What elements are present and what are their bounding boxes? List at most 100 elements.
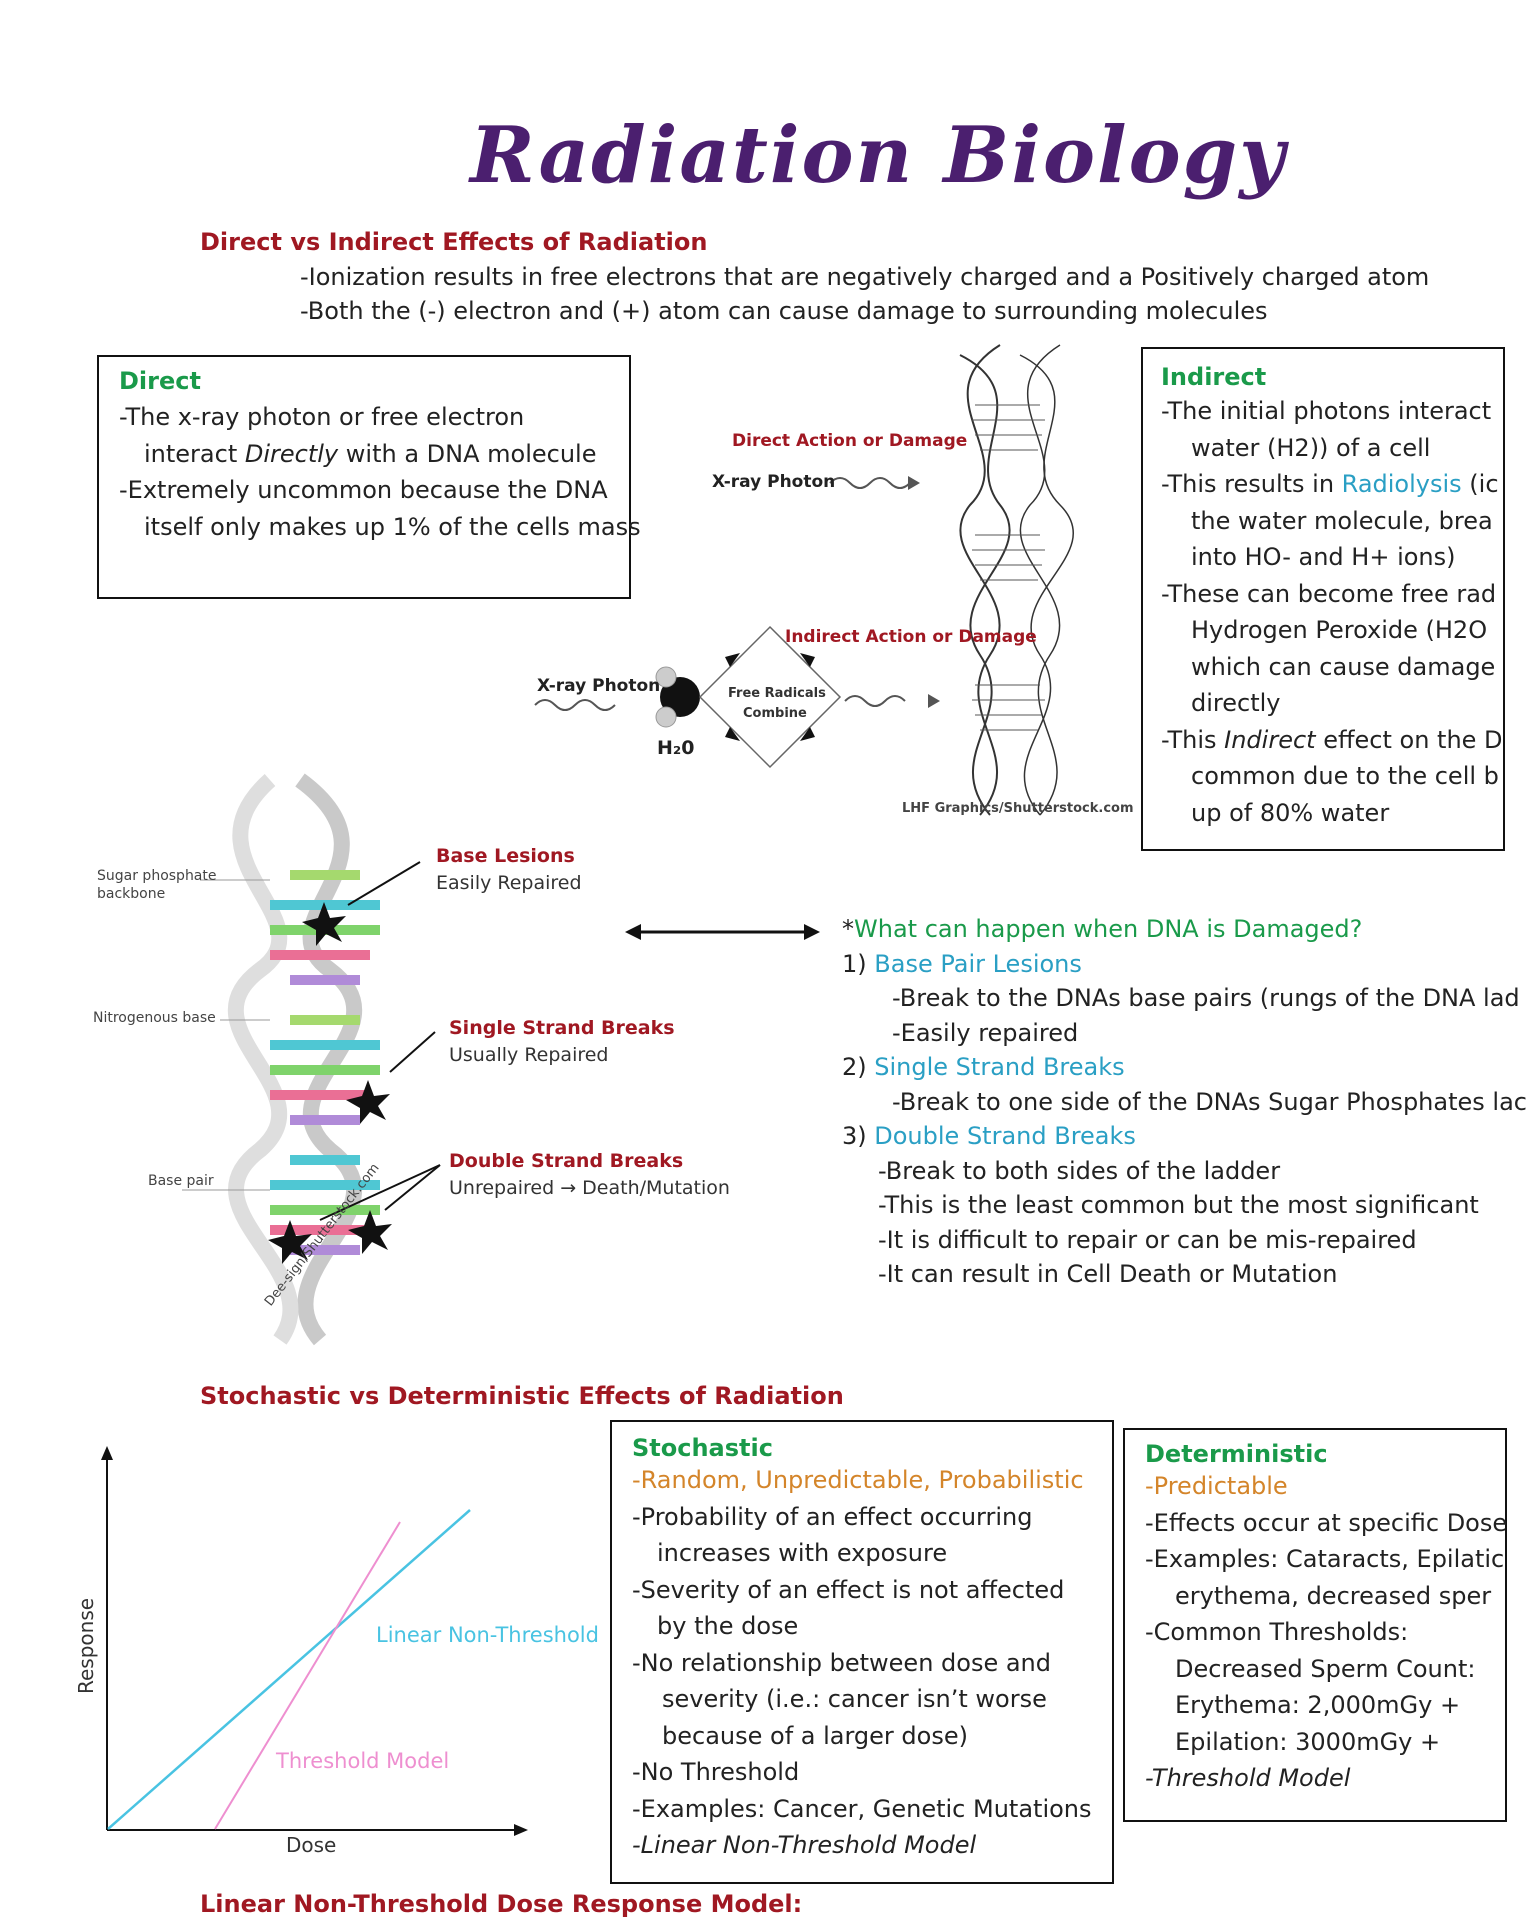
indirect-line-6: -These can become free rad [1161, 579, 1497, 608]
sugar-phosphate-label: Sugar phosphate [97, 868, 217, 884]
question-text: What can happen when DNA is Damaged? [854, 915, 1363, 943]
xray-photon-label-2: X-ray Photon [537, 676, 661, 696]
stochastic-line-4: -Severity of an effect is not affected [632, 1575, 1065, 1604]
item3-c: -It is difficult to repair or can be mis… [878, 1225, 1417, 1254]
graph-xlabel: Dose [286, 1833, 337, 1857]
stochastic-line-2: -Probability of an effect occurring [632, 1502, 1033, 1531]
indirect-line-8: which can cause damage [1191, 652, 1496, 681]
item1-title: Base Pair Lesions [874, 949, 1082, 978]
deterministic-line-9: -Threshold Model [1145, 1764, 1351, 1792]
item3-title-row: 3) Double Strand Breaks [842, 1119, 1527, 1154]
deterministic-line-1: -Predictable [1145, 1472, 1288, 1500]
direct-line-4: itself only makes up 1% of the cells mas… [144, 512, 641, 541]
base-lesions-label: Base Lesions [436, 845, 575, 867]
stochastic-line-11: -Linear Non-Threshold Model [632, 1831, 977, 1859]
deterministic-line-5: -Common Thresholds: [1145, 1618, 1409, 1646]
dose-response-graph [101, 1446, 528, 1836]
dna-damage-question: *What can happen when DNA is Damaged? [842, 912, 1527, 947]
indirect-line-11: common due to the cell b [1191, 762, 1499, 790]
indirect-line-3-pre: -This results in [1161, 470, 1342, 498]
indirect-box: Indirect -The initial photons interact w… [1141, 347, 1505, 851]
xray-wave-indirect-icon [534, 699, 616, 711]
combine-label: Combine [743, 706, 807, 721]
stochastic-line-3: increases with exposure [657, 1539, 948, 1567]
stochastic-line-6: -No relationship between dose and [632, 1648, 1052, 1677]
direct-line-3: -Extremely uncommon because the DNA [119, 476, 608, 504]
item2-num: 2) [842, 1053, 875, 1081]
direct-line-2-em: Directly [244, 439, 339, 468]
direct-action-label: Direct Action or Damage [732, 431, 968, 451]
dna-damage-diagram [182, 773, 441, 1346]
indirect-line-3: -This results in Radiolysis (ic [1161, 466, 1503, 503]
graph-ylabel: Response [74, 1597, 98, 1694]
indirect-line-12: up of 80% water [1191, 798, 1390, 827]
indirect-line-3-post: (ic [1461, 470, 1499, 498]
indirect-line-1: -The initial photons interact [1161, 397, 1492, 425]
single-strand-label: Single Strand Breaks [449, 1017, 675, 1039]
direct-line-1: -The x-ray photon or free electron [119, 403, 525, 431]
deterministic-line-4: erythema, decreased sper [1175, 1581, 1492, 1610]
direct-line-2-post: with a DNA molecule [338, 439, 597, 468]
question-prefix: * [842, 915, 854, 943]
y-axis-arrow-icon [101, 1446, 113, 1460]
h2o-molecule-icon [660, 677, 700, 717]
item2-a: -Break to one side of the DNAs Sugar Pho… [892, 1087, 1527, 1116]
easily-repaired-label: Easily Repaired [436, 872, 582, 894]
direct-line-2: interact Directly with a DNA molecule [119, 436, 629, 473]
threshold-model-line [214, 1521, 401, 1830]
item1-title-row: 1) Base Pair Lesions [842, 947, 1527, 982]
deterministic-heading: Deterministic [1145, 1440, 1328, 1468]
dna-helix-small-icon [227, 773, 363, 1346]
stochastic-line-9: -No Threshold [632, 1758, 800, 1786]
stochastic-line-10: -Examples: Cancer, Genetic Mutations [632, 1794, 1092, 1823]
item3-a: -Break to both sides of the ladder [878, 1156, 1281, 1185]
intro-line-2: -Both the (-) electron and (+) atom can … [300, 297, 1268, 325]
indirect-line-5: into HO- and H+ ions) [1191, 543, 1456, 571]
indirect-line-4: the water molecule, brea [1191, 506, 1493, 535]
page-title: Radiation Biology [470, 110, 1287, 201]
indirect-line-10-em: Indirect [1224, 725, 1316, 754]
section-heading-stochastic: Stochastic vs Deterministic Effects of R… [200, 1382, 844, 1410]
h2o-label: H₂0 [657, 737, 695, 759]
indirect-line-7: Hydrogen Peroxide (H2O [1191, 616, 1488, 644]
item2-title-row: 2) Single Strand Breaks [842, 1050, 1527, 1085]
linear-non-threshold-line [107, 1509, 471, 1830]
deterministic-line-8: Epilation: 3000mGy + [1175, 1727, 1441, 1756]
linear-non-threshold-label: Linear Non-Threshold [376, 1623, 599, 1647]
deterministic-line-3: -Examples: Cataracts, Epilatic [1145, 1545, 1505, 1573]
stochastic-line-1: -Random, Unpredictable, Probabilistic [632, 1466, 1084, 1494]
damage-burst-icon [268, 902, 392, 1264]
xray-wave-direct-icon [829, 477, 911, 489]
item1-b: -Easily repaired [892, 1018, 1079, 1047]
indirect-line-10-post: effect on the D [1315, 725, 1503, 754]
xray-wave-radical-icon [844, 695, 906, 707]
indirect-action-label: Indirect Action or Damage [785, 627, 1037, 647]
arrow-head-direct-icon [908, 476, 920, 490]
deterministic-line-6: Decreased Sperm Count: [1175, 1654, 1476, 1683]
direct-line-2-pre: interact [144, 439, 245, 468]
item3-title: Double Strand Breaks [874, 1122, 1136, 1150]
dna-helix-large-icon [959, 344, 1074, 816]
base-pair-label: Base pair [148, 1173, 214, 1189]
xray-photon-label-1: X-ray Photon [712, 472, 836, 492]
indirect-line-2: water (H2)) of a cell [1191, 433, 1431, 462]
item3-b: -This is the least common but the most s… [878, 1191, 1479, 1219]
deterministic-line-7: Erythema: 2,000mGy + [1175, 1691, 1461, 1719]
section-heading-direct-indirect: Direct vs Indirect Effects of Radiation [200, 228, 708, 256]
diagram1-credit: LHF Graphics/Shutterstock.com [902, 801, 1134, 816]
x-axis-arrow-icon [514, 1824, 528, 1836]
indirect-line-9: directly [1191, 689, 1281, 717]
unrepaired-label: Unrepaired → Death/Mutation [449, 1177, 730, 1199]
section-heading-lnt: Linear Non-Threshold Dose Response Model… [200, 1890, 803, 1918]
threshold-model-label: Threshold Model [276, 1749, 450, 1773]
nitrogenous-base-label: Nitrogenous base [93, 1010, 216, 1026]
item3-num: 3) [842, 1122, 875, 1150]
direct-heading: Direct [119, 367, 201, 395]
dna-damage-list: *What can happen when DNA is Damaged? 1)… [842, 912, 1527, 1292]
item3-d: -It can result in Cell Death or Mutation [878, 1260, 1338, 1288]
stochastic-box: Stochastic -Random, Unpredictable, Proba… [610, 1420, 1114, 1884]
backbone-label: backbone [97, 886, 166, 902]
stochastic-line-8: because of a larger dose) [662, 1721, 968, 1750]
base-pairs-icon [270, 870, 380, 1255]
indirect-line-10: -This Indirect effect on the D [1161, 722, 1503, 759]
